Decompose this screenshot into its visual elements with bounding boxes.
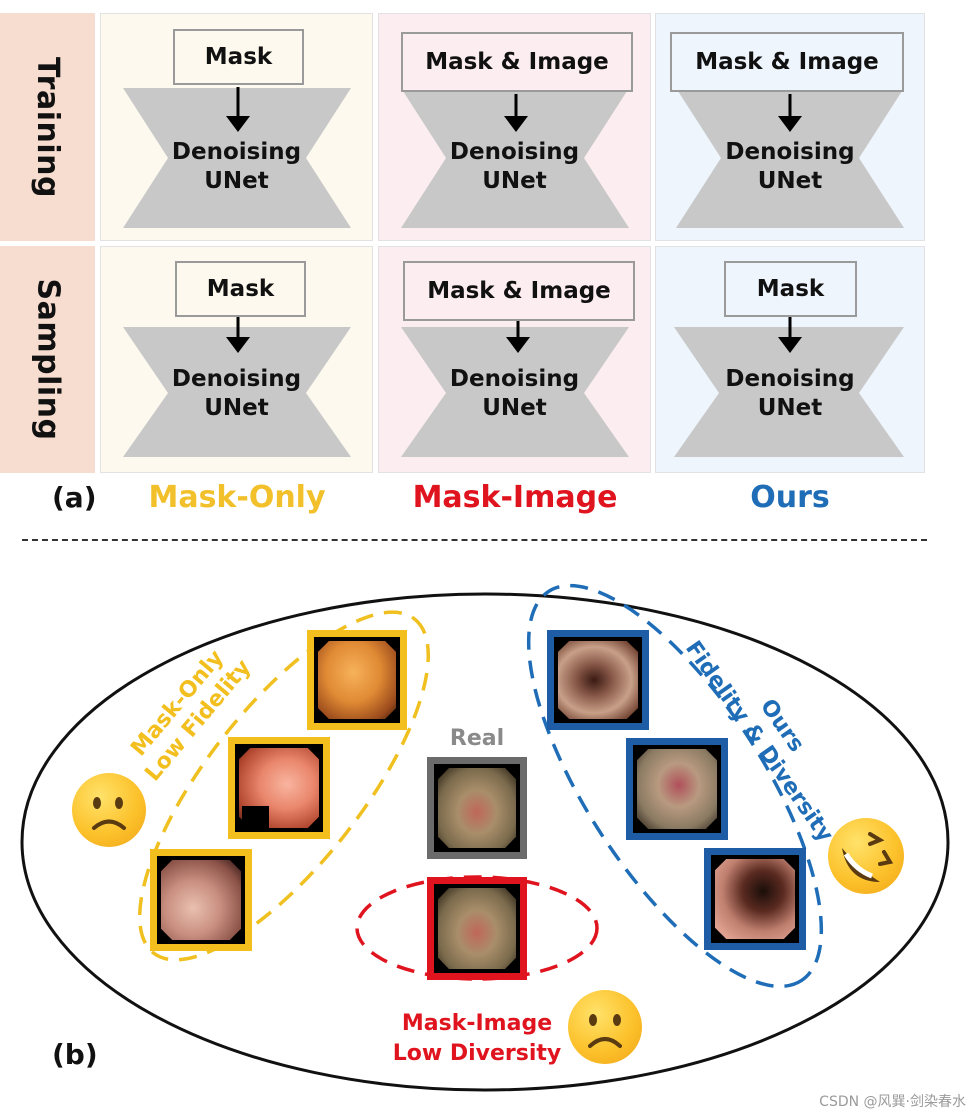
input-box: Mask — [173, 29, 304, 85]
mask-only-sample-image — [150, 849, 252, 951]
row-label-training: Training — [0, 13, 95, 241]
row-label-sampling: Sampling — [0, 246, 95, 473]
column-label-mask-image: Mask-Image — [412, 480, 618, 515]
input-box: Mask & Image — [401, 32, 633, 92]
input-box: Mask & Image — [670, 32, 904, 92]
ours-sample-image — [626, 738, 728, 840]
mask-only-ellipse — [137, 610, 431, 962]
training-unet-diagram — [676, 88, 904, 228]
ours-ellipse — [526, 583, 824, 989]
sad-face-icon — [568, 990, 642, 1064]
training-unet-diagram — [401, 88, 629, 228]
ours-sample-image — [547, 630, 649, 730]
part-label-b: (b) — [52, 1038, 98, 1071]
sampling-unet-diagram — [401, 321, 629, 457]
watermark: CSDN @风巽·剑染春水 — [819, 1094, 966, 1110]
input-box: Mask — [724, 261, 857, 317]
input-box: Mask — [175, 261, 306, 317]
column-label-mask-only: Mask-Only — [148, 480, 326, 515]
section-divider — [22, 539, 927, 541]
ours-sample-image — [704, 848, 806, 950]
mask-image-sample-image — [427, 877, 527, 980]
real-image — [427, 757, 527, 859]
part-label-a: (a) — [52, 481, 97, 514]
mask-only-sample-image — [228, 737, 330, 839]
column-label-ours: Ours — [750, 480, 830, 515]
input-box: Mask & Image — [403, 261, 635, 321]
outer-ellipse — [20, 592, 950, 1092]
laughing-face-icon — [828, 818, 904, 894]
sad-face-icon — [72, 773, 146, 847]
sampling-unet-diagram — [674, 317, 904, 457]
mask-only-sample-image — [307, 630, 407, 730]
training-unet-diagram — [123, 87, 351, 228]
sampling-unet-diagram — [123, 317, 351, 457]
real-label: Real — [449, 726, 505, 751]
